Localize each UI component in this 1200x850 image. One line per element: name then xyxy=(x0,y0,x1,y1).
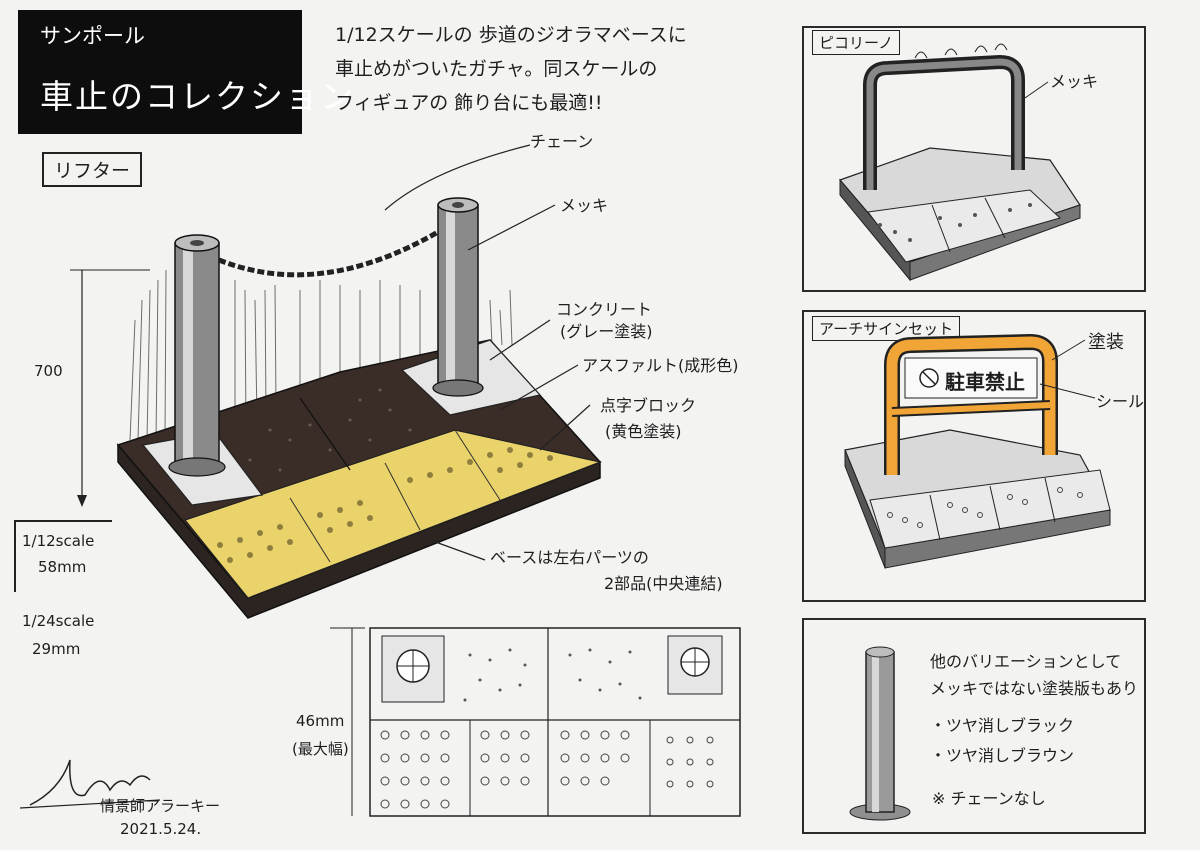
base-front-side xyxy=(117,442,601,619)
callout-base-2: 2部品(中央連結) xyxy=(604,574,723,593)
right-pole xyxy=(437,204,479,391)
callout-concrete-2: (グレー塗装) xyxy=(560,322,653,341)
piccolino-label: ピコリーノ xyxy=(812,30,901,55)
top-view-pad-left xyxy=(381,635,445,703)
top-view-dimension-2: (最大幅) xyxy=(292,740,349,758)
signature-name: 情景師アラーキー xyxy=(100,797,221,815)
variations-bullet-3: ※ チェーンなし xyxy=(932,789,1046,808)
arch-sign-label: アーチサインセット xyxy=(812,316,961,341)
lifter-label: リフター xyxy=(42,152,143,187)
description: 1/12スケールの 歩道のジオラマベースに 車止めがついたガチャ。同スケールの … xyxy=(335,18,687,120)
asphalt-texture xyxy=(248,388,412,472)
callout-braille-1: 点字ブロック xyxy=(600,396,697,415)
panel-variations xyxy=(802,618,1146,834)
arch-sign-callout-seal: シール xyxy=(1096,392,1145,411)
description-line-2: 車止めがついたガチャ。同スケールの xyxy=(335,58,658,80)
braille-block-strip xyxy=(183,429,603,599)
brand-name: サンポール xyxy=(40,24,145,48)
panel-arch-sign xyxy=(802,310,1146,602)
scale-12-label: 1/12scale xyxy=(22,532,95,550)
title-box: サンポール 車止のコレクション xyxy=(18,10,353,134)
description-line-3: フィギュアの 飾り台にも最適!! xyxy=(335,92,603,114)
variations-line-2: メッキではない塗装版もあり xyxy=(930,679,1139,698)
left-pole xyxy=(174,242,220,469)
shadow-hatching xyxy=(129,269,513,441)
callout-plating: メッキ xyxy=(560,196,609,215)
concrete-pad-right xyxy=(400,339,542,416)
variations-bullet-2: ・ツヤ消しブラウン xyxy=(930,746,1075,765)
description-line-1: 1/12スケールの 歩道のジオラマベースに xyxy=(335,24,687,46)
callout-base-1: ベースは左右パーツの xyxy=(490,548,649,567)
arch-sign-callout-paint: 塗装 xyxy=(1088,332,1124,353)
top-view-dimension-1: 46mm xyxy=(296,712,345,730)
callout-concrete-1: コンクリート xyxy=(556,300,653,319)
top-view-pad-right xyxy=(667,635,723,695)
concrete-pad-left xyxy=(141,431,264,506)
variations-line-1: 他のバリエーションとして xyxy=(930,652,1122,671)
piccolino-callout-plating: メッキ xyxy=(1050,72,1099,91)
dimension-height: 700 xyxy=(34,362,63,380)
scale-12-value: 58mm xyxy=(38,558,87,576)
chain xyxy=(218,229,440,278)
variations-bullet-1: ・ツヤ消しブラック xyxy=(930,716,1075,735)
callout-braille-2: (黄色塗装) xyxy=(605,422,682,441)
scale-12-box: 1/12scale 58mm xyxy=(14,520,112,592)
scale-24-label: 1/24scale xyxy=(22,612,95,630)
page-title: 車止のコレクション xyxy=(40,77,355,116)
callout-chain: チェーン xyxy=(530,132,594,151)
scale-24-value: 29mm xyxy=(32,640,81,658)
signature-date: 2021.5.24. xyxy=(120,820,202,838)
no-parking-sign-text: 駐車禁止 xyxy=(945,370,1025,394)
callout-asphalt: アスファルト(成形色) xyxy=(582,356,739,375)
panel-piccolino xyxy=(802,26,1146,292)
